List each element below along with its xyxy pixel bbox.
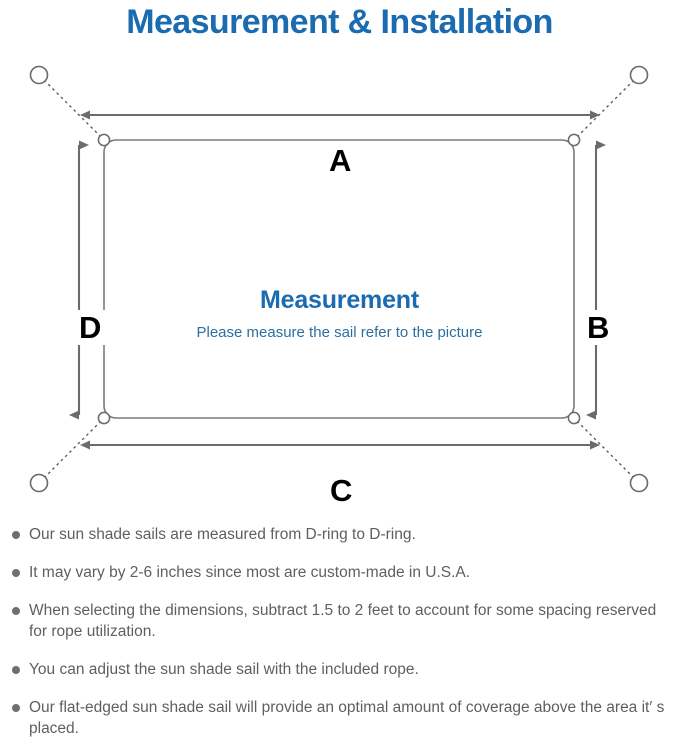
bullet-icon — [12, 704, 20, 712]
list-item-text: Our sun shade sails are measured from D-… — [29, 526, 416, 543]
bullet-icon — [12, 531, 20, 539]
list-item-text: You can adjust the sun shade sail with t… — [29, 661, 419, 678]
notes-list: Our sun shade sails are measured from D-… — [0, 524, 679, 756]
bullet-icon — [12, 569, 20, 577]
anchor-point-top-left — [29, 65, 49, 85]
anchor-points — [29, 65, 649, 493]
d-ring-top-left — [97, 133, 111, 147]
anchor-point-top-right — [629, 65, 649, 85]
rope-lines — [43, 79, 635, 479]
page-title: Measurement & Installation — [126, 3, 553, 41]
rope-line-bottom-right — [576, 420, 635, 479]
list-item-text: Our flat-edged sun shade sail will provi… — [29, 699, 665, 737]
list-item-text: When selecting the dimensions, subtract … — [29, 602, 657, 640]
list-item: It may vary by 2-6 inches since most are… — [0, 562, 679, 583]
rope-line-top-left — [43, 79, 102, 138]
list-item: You can adjust the sun shade sail with t… — [0, 659, 679, 680]
d-ring-top-right — [567, 133, 581, 147]
bullet-icon — [12, 607, 20, 615]
d-rings — [97, 133, 581, 425]
dimension-arrows — [69, 110, 606, 450]
dimension-label-c: C — [321, 473, 362, 508]
rope-line-bottom-left — [43, 420, 102, 479]
d-ring-bottom-left — [97, 411, 111, 425]
dimension-label-d: D — [70, 310, 111, 345]
measurement-subtitle: Please measure the sail refer to the pic… — [196, 324, 483, 341]
list-item-text: It may vary by 2-6 inches since most are… — [29, 564, 471, 581]
sun-shade-sail-measurement-diagram: A B C D Measurement Please measure the s… — [0, 46, 679, 516]
d-ring-bottom-right — [567, 411, 581, 425]
dimension-label-b: B — [578, 310, 619, 345]
anchor-point-bottom-right — [629, 473, 649, 493]
bullet-icon — [12, 666, 20, 674]
list-item: Our flat-edged sun shade sail will provi… — [0, 697, 679, 739]
list-item: Our sun shade sails are measured from D-… — [0, 524, 679, 545]
sail-center-text-block: Measurement Please measure the sail refe… — [0, 285, 679, 344]
sail-outline — [103, 139, 575, 419]
anchor-point-bottom-left — [29, 473, 49, 493]
rope-line-top-right — [576, 79, 635, 138]
dimension-label-a: A — [320, 143, 361, 178]
measurement-heading: Measurement — [260, 286, 419, 314]
list-item: When selecting the dimensions, subtract … — [0, 600, 679, 642]
